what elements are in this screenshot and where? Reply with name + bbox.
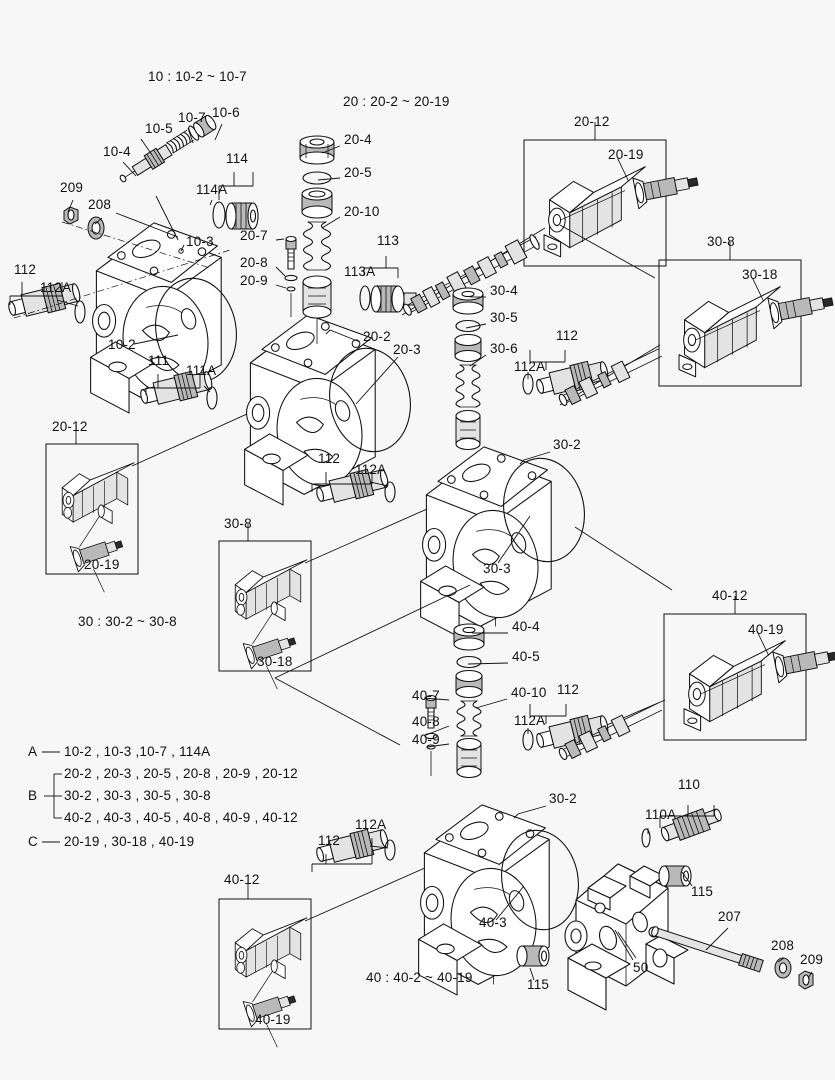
legend-key-A: A [28, 744, 38, 759]
callout-30-2-b: 30-2 [549, 791, 577, 806]
callout-112A-b: 112A [514, 359, 546, 374]
callout-115-a: 115 [691, 884, 714, 899]
callout-110A: 110A [645, 807, 677, 822]
callout-110: 110 [678, 777, 701, 792]
callout-111: 111 [148, 353, 170, 368]
callout-40-19-mr: 40-19 [748, 622, 784, 637]
callout-10-2: 10-2 [108, 337, 136, 352]
callout-30-8-tr: 30-8 [707, 234, 735, 249]
callout-40-10: 40-10 [511, 685, 547, 700]
section-title-20: 20 : 20-2 ~ 20-19 [343, 94, 450, 109]
callout-115-b: 115 [527, 977, 550, 992]
callout-10-3: 10-3 [186, 234, 214, 249]
callout-20-5: 20-5 [344, 165, 372, 180]
callout-113A: 113A [344, 264, 376, 279]
callout-30-2-a: 30-2 [553, 437, 581, 452]
callout-20-3: 20-3 [393, 342, 421, 357]
callout-113: 113 [377, 233, 400, 248]
callout-112-e: 112 [318, 833, 341, 848]
callout-40-12-bl: 40-12 [224, 872, 260, 887]
callout-207: 207 [718, 909, 742, 924]
callout-209-b: 209 [800, 952, 824, 967]
callout-112A-d: 112A [514, 713, 546, 728]
callout-40-7: 40-7 [412, 688, 440, 703]
legend-items-C: 20-19 , 30-18 , 40-19 [64, 834, 195, 849]
callout-20-7: 20-7 [240, 228, 268, 243]
section-title-40: 40 : 40-2 ~ 40-19 [366, 970, 473, 985]
callout-208-b: 208 [771, 938, 795, 953]
callout-40-8: 40-8 [412, 714, 440, 729]
callout-209-a: 209 [60, 180, 84, 195]
callout-10-6: 10-6 [212, 105, 240, 120]
callout-20-19-ml: 20-19 [84, 557, 120, 572]
callout-112-c: 112 [318, 451, 341, 466]
callout-20-19-tr: 20-19 [608, 147, 644, 162]
legend-items-B3: 40-2 , 40-3 , 40-5 , 40-8 , 40-9 , 40-12 [64, 810, 298, 825]
section-title-10: 10 : 10-2 ~ 10-7 [148, 69, 247, 84]
callout-50: 50 [633, 960, 649, 975]
callout-112A-e: 112A [355, 817, 387, 832]
callout-30-18-tr: 30-18 [742, 267, 778, 282]
callout-40-19-bl: 40-19 [255, 1012, 291, 1027]
callout-40-9: 40-9 [412, 732, 440, 747]
callout-20-10: 20-10 [344, 204, 380, 219]
callout-10-7: 10-7 [178, 110, 206, 125]
callout-10-5: 10-5 [145, 121, 173, 136]
callout-114A: 114A [196, 182, 228, 197]
callout-40-5: 40-5 [512, 649, 540, 664]
callout-20-12-tr: 20-12 [574, 114, 610, 129]
legend-items-B1: 20-2 , 20-3 , 20-5 , 20-8 , 20-9 , 20-12 [64, 766, 298, 781]
callout-208-a: 208 [88, 197, 112, 212]
section-title-30: 30 : 30-2 ~ 30-8 [78, 614, 177, 629]
callout-20-12-ml: 20-12 [52, 419, 88, 434]
callout-30-4: 30-4 [490, 283, 518, 298]
callout-30-3: 30-3 [483, 561, 511, 576]
callout-40-12-mr: 40-12 [712, 588, 748, 603]
legend-items-B2: 30-2 , 30-3 , 30-5 , 30-8 [64, 788, 211, 803]
callout-112A-c: 112A [355, 462, 387, 477]
legend-items-A: 10-2 , 10-3 ,10-7 , 114A [64, 744, 211, 759]
callout-30-18-ml: 30-18 [257, 654, 293, 669]
callout-30-6: 30-6 [490, 341, 518, 356]
legend-key-B: B [28, 788, 38, 803]
legend-key-C: C [28, 834, 38, 849]
callout-20-4: 20-4 [344, 132, 372, 147]
callout-40-3: 40-3 [479, 915, 507, 930]
callout-20-9: 20-9 [240, 273, 268, 288]
callout-112-d: 112 [557, 682, 580, 697]
callout-10-4: 10-4 [103, 144, 131, 159]
callout-112-b: 112 [556, 328, 579, 343]
callout-20-2: 20-2 [363, 329, 391, 344]
callout-112-a: 112 [14, 262, 37, 277]
callout-111A: 111A [186, 363, 217, 378]
callout-20-8: 20-8 [240, 255, 268, 270]
callout-30-8-ml: 30-8 [224, 516, 252, 531]
callout-30-5: 30-5 [490, 310, 518, 325]
callout-40-4: 40-4 [512, 619, 540, 634]
callout-114: 114 [226, 151, 249, 166]
callout-112A-a: 112A [40, 280, 72, 295]
